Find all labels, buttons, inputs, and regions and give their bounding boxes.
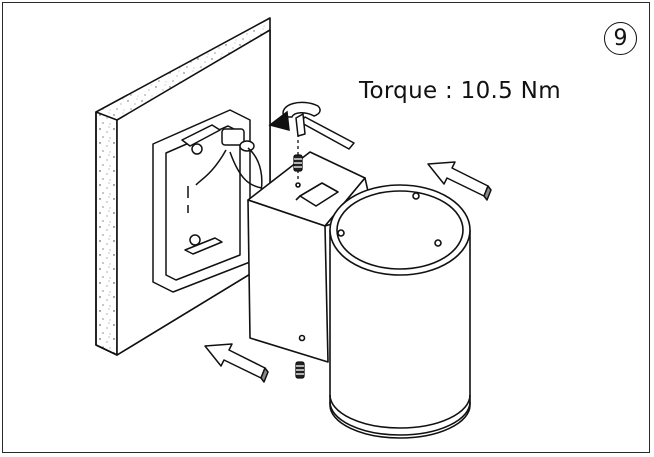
hex-key-icon	[295, 113, 355, 150]
push-arrow-icon	[427, 161, 492, 201]
push-arrow-icon	[204, 343, 269, 383]
cylinder-lamp	[329, 184, 471, 439]
step-number-badge: 9	[604, 22, 637, 55]
rotation-arrow-icon	[268, 101, 321, 132]
mounting-bracket	[152, 109, 251, 293]
bottom-screw	[295, 361, 305, 379]
torque-label: Torque : 10.5 Nm	[359, 78, 561, 104]
top-screw	[293, 128, 303, 182]
cable-gland	[221, 128, 255, 152]
